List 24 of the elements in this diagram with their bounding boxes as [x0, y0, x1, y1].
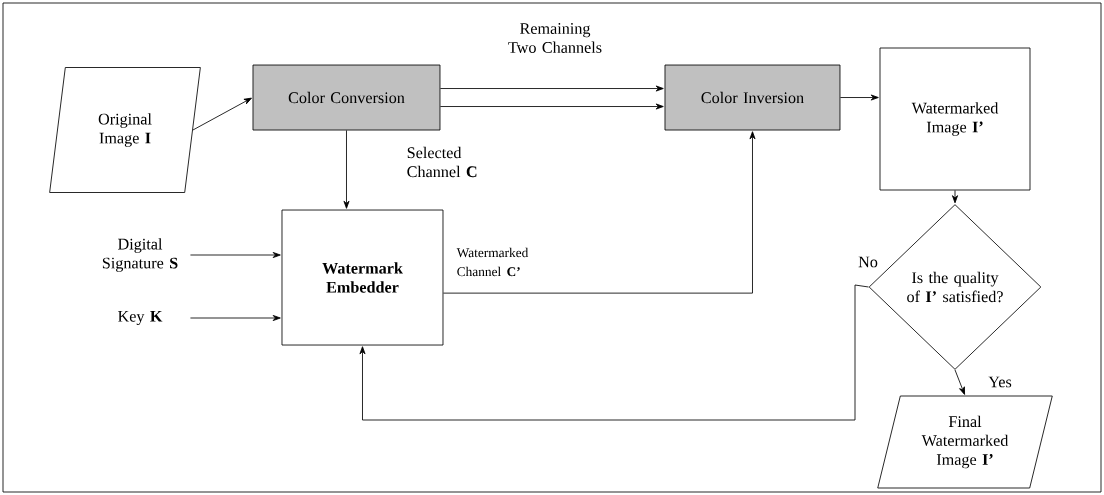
edge-label: Selected Channel C: [407, 146, 477, 178]
arrow: [954, 369, 965, 395]
arrow: [190, 252, 281, 258]
output-parallelogram: Final Watermarked Image I’: [877, 395, 1053, 489]
arrow: [840, 94, 879, 101]
arrow: [343, 130, 350, 209]
edge-label: No: [858, 256, 878, 268]
input-label: Key K: [118, 310, 163, 326]
process-box: Color Conversion: [252, 64, 441, 131]
input-label: Digital Signature S: [102, 238, 178, 272]
process-box: Watermark Embedder: [281, 209, 444, 346]
process-box: Color Inversion: [664, 64, 841, 131]
arrow: [440, 85, 664, 92]
arrow: [440, 103, 664, 110]
arrow: [192, 97, 252, 131]
output-box: Watermarked Image I’: [879, 47, 1031, 191]
edge-label: Yes: [988, 376, 1012, 388]
edge-label: Remaining Two Channels: [508, 23, 602, 53]
arrow: [359, 284, 869, 421]
arrow: [190, 315, 281, 321]
arrow: [952, 190, 958, 204]
arrow: [443, 131, 756, 294]
edge-label: Watermarked Channel C’: [456, 247, 529, 277]
input-parallelogram: Original Image I: [49, 67, 201, 193]
